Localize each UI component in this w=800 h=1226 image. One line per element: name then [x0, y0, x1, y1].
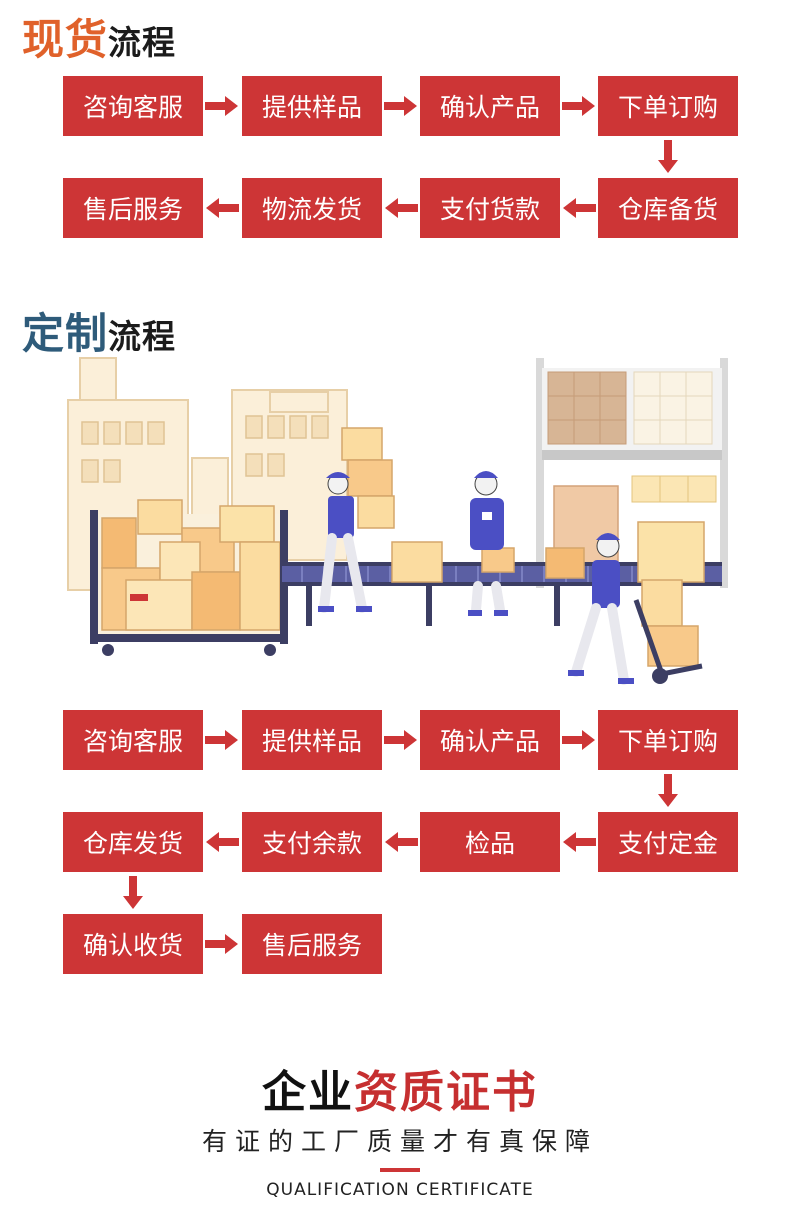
custom-step-aftersale: 售后服务 [242, 914, 382, 974]
arrow-down-icon [658, 774, 678, 807]
custom-process-title: 定制流程 [22, 300, 176, 361]
stock-step-order: 下单订购 [598, 76, 738, 136]
custom-step-sample: 提供样品 [242, 710, 382, 770]
arrow-right-icon [562, 96, 595, 116]
custom-step-inspection: 检品 [420, 812, 560, 872]
custom-step-receipt: 确认收货 [63, 914, 203, 974]
custom-step-confirm: 确认产品 [420, 710, 560, 770]
stock-title-sub: 流程 [108, 23, 177, 62]
stock-step-aftersale: 售后服务 [63, 178, 203, 238]
custom-step-order: 下单订购 [598, 710, 738, 770]
arrow-left-icon [385, 832, 418, 852]
certificate-subtitle: 有证的工厂质量才有真保障 [201, 1127, 598, 1156]
arrow-left-icon [385, 198, 418, 218]
arrow-left-icon [563, 832, 596, 852]
stock-step-sample: 提供样品 [242, 76, 382, 136]
arrow-right-icon [562, 730, 595, 750]
arrow-right-icon [205, 730, 238, 750]
certificate-english: QUALIFICATION CERTIFICATE [266, 1180, 534, 1200]
arrow-left-icon [206, 832, 239, 852]
arrow-down-icon [658, 140, 678, 173]
stock-step-shipping: 物流发货 [242, 178, 382, 238]
divider [380, 1168, 420, 1172]
warehouse-illustration [67, 357, 728, 685]
certificate-title-red: 资质证书 [354, 1067, 538, 1118]
arrow-down-icon [123, 876, 143, 909]
arrow-left-icon [563, 198, 596, 218]
custom-step-deposit: 支付定金 [598, 812, 738, 872]
stock-process-title: 现货流程 [22, 6, 176, 67]
arrow-right-icon [205, 934, 238, 954]
stock-step-payment: 支付货款 [420, 178, 560, 238]
custom-title-sub: 流程 [108, 317, 177, 356]
arrow-right-icon [384, 730, 417, 750]
certificate-title: 企业资质证书 [0, 1056, 800, 1120]
arrow-right-icon [205, 96, 238, 116]
stock-title-main: 现货 [22, 15, 109, 64]
arrow-right-icon [384, 96, 417, 116]
certificate-title-dark: 企业 [262, 1067, 354, 1118]
custom-step-balance: 支付余款 [242, 812, 382, 872]
arrow-left-icon [206, 198, 239, 218]
custom-step-warehouse-ship: 仓库发货 [63, 812, 203, 872]
stock-step-consult: 咨询客服 [63, 76, 203, 136]
stock-step-stockprep: 仓库备货 [598, 178, 738, 238]
stock-step-confirm: 确认产品 [420, 76, 560, 136]
custom-step-consult: 咨询客服 [63, 710, 203, 770]
custom-title-main: 定制 [22, 309, 109, 358]
